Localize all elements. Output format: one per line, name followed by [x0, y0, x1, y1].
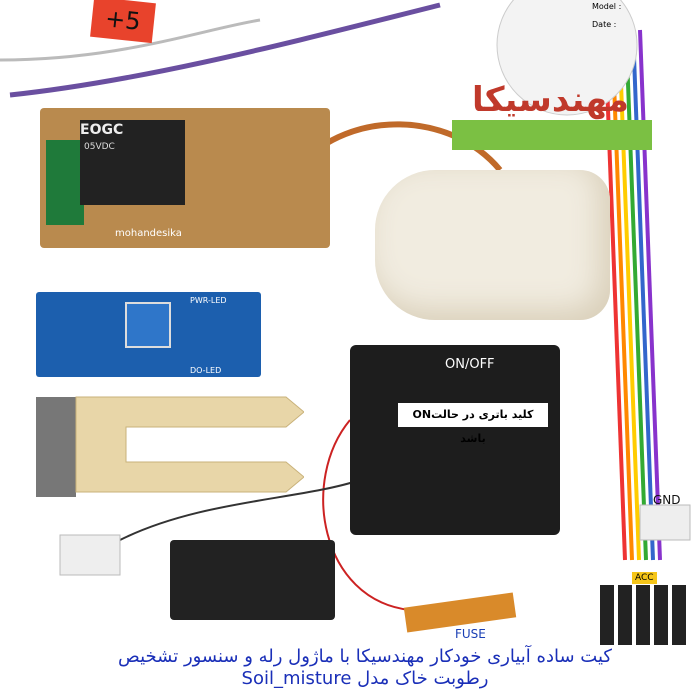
caption-line1: کیت ساده آبیاری خودکار مهندسیکا با ماژول… — [118, 646, 612, 667]
relay-spec: 05VDC — [84, 142, 115, 152]
battery-note: کلید باتری در حالتON باشد — [398, 403, 548, 445]
logo-model: Model : — [592, 2, 622, 11]
acc-label: ACC — [632, 572, 657, 584]
relay-brand: EOGC — [80, 122, 124, 138]
water-pump — [375, 170, 610, 320]
caption-line2: رطوبت خاک مدل Soil_misture — [241, 668, 489, 689]
gnd-label: GND — [653, 493, 681, 507]
do-led-label: DO-LED — [190, 366, 222, 375]
on-off-label: ON/OFF — [445, 357, 495, 372]
logo-date: Date : — [592, 20, 617, 29]
logo: Model : Date : مهندسیکا — [412, 0, 662, 160]
battery-box — [350, 345, 560, 535]
battery-holder — [170, 540, 335, 620]
plus5-tag: +5 — [90, 0, 156, 44]
pwr-led-label: PWR-LED — [190, 296, 227, 305]
fuse-label: FUSE — [455, 627, 486, 641]
caption: کیت ساده آبیاری خودکار مهندسیکا با ماژول… — [40, 646, 690, 690]
logo-text: مهندسیکا — [472, 80, 629, 120]
relay-terminal — [46, 140, 84, 225]
soil-probe — [36, 396, 304, 497]
relay: 05VDC — [80, 120, 185, 205]
potentiometer — [125, 302, 171, 348]
relay-silkscreen: mohandesika — [115, 228, 182, 239]
